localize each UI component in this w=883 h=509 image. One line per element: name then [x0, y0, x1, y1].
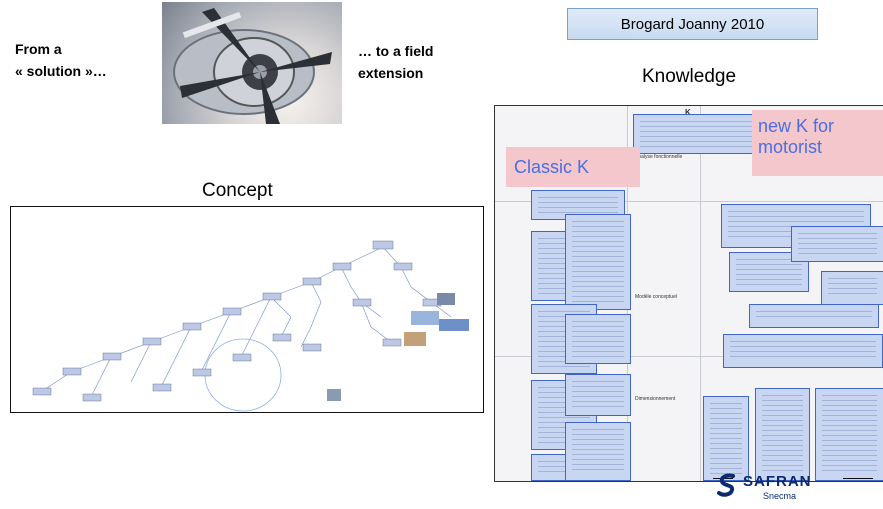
new-k-line-2: motorist — [758, 137, 823, 157]
safran-mark-icon — [717, 473, 735, 497]
k-box-helix — [791, 226, 883, 262]
new-k-for-motorist-label: new K for motorist — [752, 110, 883, 176]
k-box-interfaces — [565, 314, 631, 364]
k-box-engine-material — [633, 114, 761, 154]
column-divider-right — [700, 106, 701, 481]
k-box-engine-architectures — [723, 334, 883, 368]
row-label-conceptual: Modèle conceptuel — [635, 294, 677, 300]
row-label-sizing: Dimensionnement — [635, 396, 676, 402]
from-line-2: « solution »… — [15, 63, 107, 79]
knowledge-panel: K Analyse fonctionnelle Modèle conceptue… — [494, 105, 883, 482]
row-label-analysis: Analyse fonctionnelle — [635, 154, 683, 160]
propeller-engine-illustration — [173, 8, 332, 124]
concept-tree-panel — [10, 206, 484, 413]
brand-divider-right — [843, 478, 873, 479]
from-solution-heading: From a « solution »… — [15, 38, 107, 82]
safran-logo-icon — [715, 472, 739, 503]
k-box-motor-operation — [755, 388, 810, 481]
row-divider-1 — [495, 201, 883, 202]
field-line-2: extension — [358, 65, 424, 81]
classic-k-label: Classic K — [506, 147, 640, 187]
k-box-aerodynamics — [565, 422, 631, 481]
new-k-line-1: new K for — [758, 116, 835, 136]
brand-name: SAFRAN — [743, 473, 812, 490]
author-title-box: Brogard Joanny 2010 — [567, 8, 818, 40]
engine-photo — [162, 2, 342, 124]
concept-tree-diagram — [32, 240, 469, 412]
concept-label: Concept — [202, 180, 273, 201]
k-box-rotor-coupling — [749, 304, 879, 328]
k-box-helix-noise — [821, 271, 883, 305]
field-line-1: … to a field — [358, 43, 434, 59]
k-box-acoustics — [703, 396, 749, 481]
k-box-gas-generation — [565, 374, 631, 416]
from-line-1: From a — [15, 41, 62, 57]
field-extension-heading: … to a field extension — [358, 40, 433, 84]
k-box-gas-coupling — [815, 388, 883, 481]
author-title: Brogard Joanny 2010 — [620, 15, 765, 33]
k-header: K — [685, 108, 691, 117]
k-box-energy-production — [565, 214, 631, 310]
row-divider-2 — [495, 356, 883, 357]
knowledge-label: Knowledge — [642, 66, 737, 87]
k-box-typical-engines — [729, 252, 809, 292]
brand-subtitle: Snecma — [763, 491, 797, 501]
